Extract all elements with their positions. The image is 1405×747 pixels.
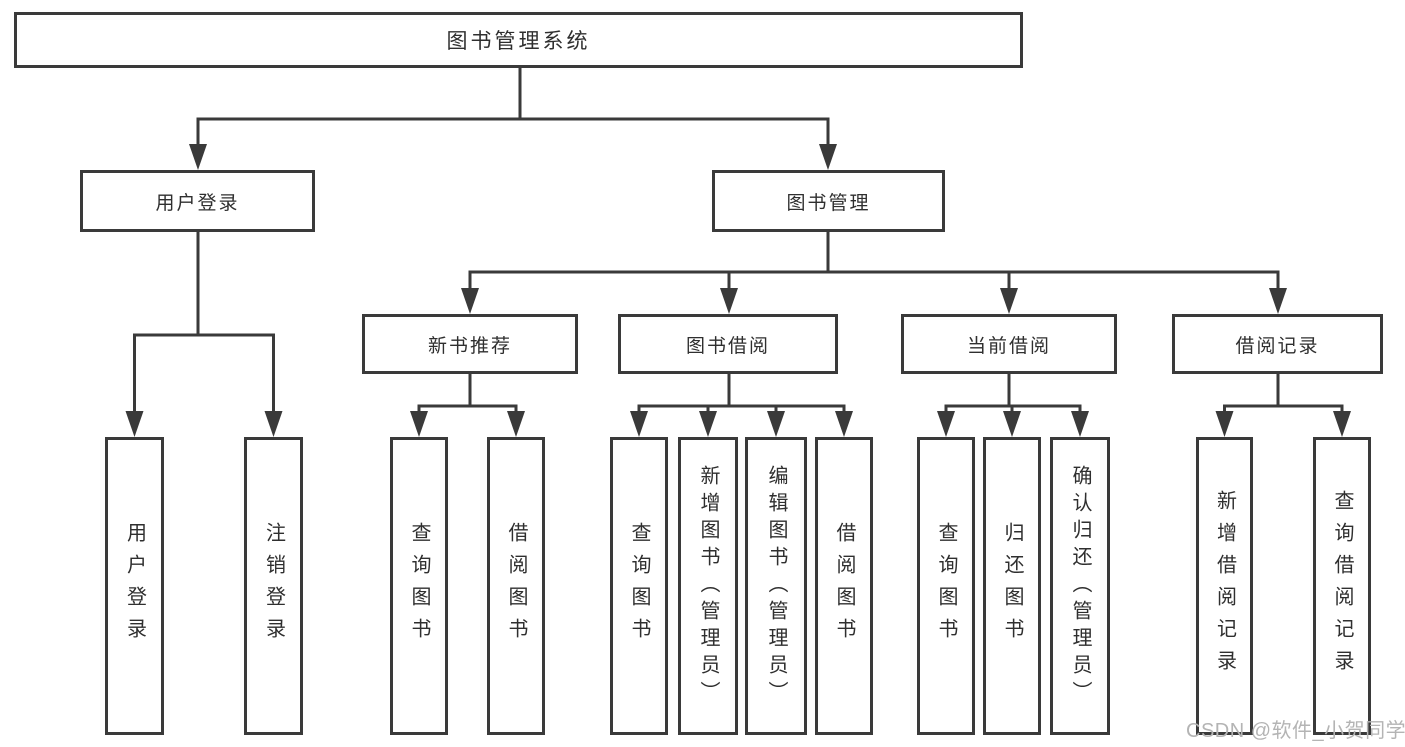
leaf-query-books: 查询图书 xyxy=(917,437,975,735)
node-current-borrowing: 当前借阅 xyxy=(901,314,1117,374)
leaf-query-borrow-record: 查询借阅记录 xyxy=(1313,437,1371,735)
node-book-management: 图书管理 xyxy=(712,170,945,232)
node-library-management-system: 图书管理系统 xyxy=(14,12,1023,68)
leaf-borrow-books: 借阅图书 xyxy=(815,437,873,735)
node-borrow-records: 借阅记录 xyxy=(1172,314,1383,374)
arrowhead-icons xyxy=(125,144,1351,437)
leaf-query-books: 查询图书 xyxy=(610,437,668,735)
leaf-query-books: 查询图书 xyxy=(390,437,448,735)
tree-connector-lines xyxy=(133,66,1344,420)
leaf-edit-books-admin: 编辑图书（管理员） xyxy=(745,437,807,735)
leaf-logout: 注销登录 xyxy=(244,437,303,735)
leaf-add-borrow-record: 新增借阅记录 xyxy=(1196,437,1253,735)
leaf-user-login: 用户登录 xyxy=(105,437,164,735)
leaf-return-books: 归还图书 xyxy=(983,437,1041,735)
leaf-add-books-admin: 新增图书（管理员） xyxy=(678,437,738,735)
node-user-login: 用户登录 xyxy=(80,170,315,232)
leaf-borrow-books: 借阅图书 xyxy=(487,437,545,735)
leaf-confirm-return-admin: 确认归还（管理员） xyxy=(1050,437,1110,735)
node-new-book-recommend: 新书推荐 xyxy=(362,314,578,374)
node-book-borrowing: 图书借阅 xyxy=(618,314,838,374)
csdn-watermark: CSDN @软件_小贺同学 xyxy=(1186,720,1405,742)
